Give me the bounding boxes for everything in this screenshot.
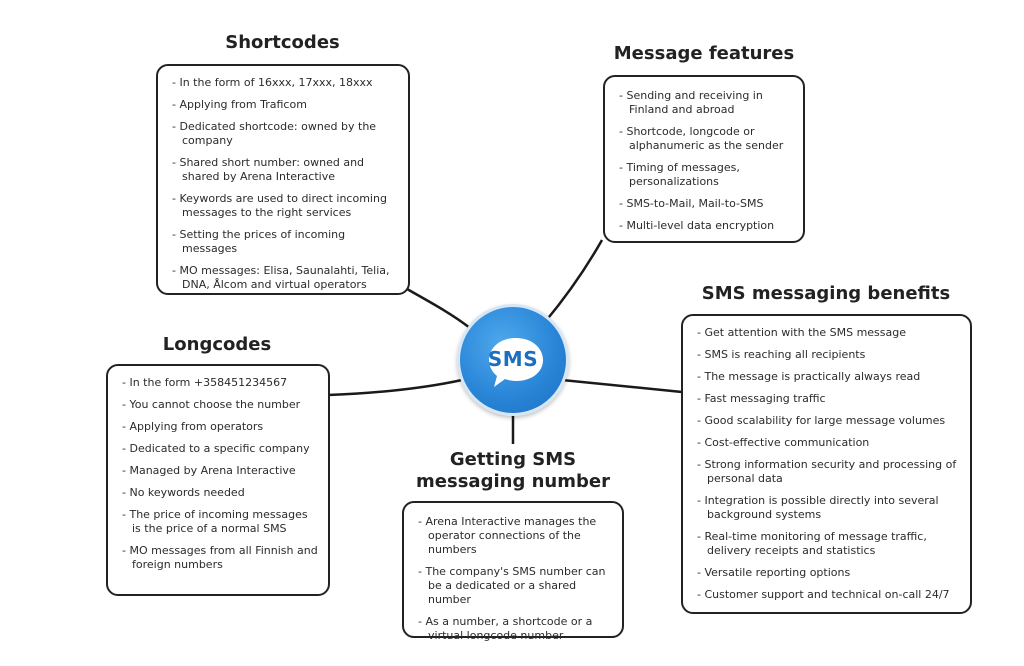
list-item: In the form of 16xxx, 17xxx, 18xxx [172, 76, 398, 90]
list-item: Applying from Traficom [172, 98, 398, 112]
list-item: Customer support and technical on-call 2… [697, 588, 960, 602]
list-item: Dedicated shortcode: owned by the compan… [172, 120, 398, 148]
list-item: Keywords are used to direct incoming mes… [172, 192, 398, 220]
list-item: Versatile reporting options [697, 566, 960, 580]
list-item: The price of incoming messages is the pr… [122, 508, 318, 536]
getting-number-title-line2: messaging number [416, 471, 610, 492]
list-item: MO messages: Elisa, Saunalahti, Telia, D… [172, 264, 398, 292]
list-item: Cost-effective communication [697, 436, 960, 450]
message-features-list: Sending and receiving in Finland and abr… [619, 89, 793, 233]
list-item: SMS-to-Mail, Mail-to-SMS [619, 197, 793, 211]
list-item: Shortcode, longcode or alphanumeric as t… [619, 125, 793, 153]
list-item: The company's SMS number can be a dedica… [418, 565, 612, 607]
longcodes-box: In the form +358451234567 You cannot cho… [106, 364, 330, 596]
benefits-box: Get attention with the SMS message SMS i… [681, 314, 972, 614]
list-item: Multi-level data encryption [619, 219, 793, 233]
benefits-title: SMS messaging benefits [701, 283, 951, 304]
list-item: You cannot choose the number [122, 398, 318, 412]
benefits-list: Get attention with the SMS message SMS i… [697, 326, 960, 602]
shortcodes-title: Shortcodes [225, 32, 340, 53]
list-item: Applying from operators [122, 420, 318, 434]
list-item: Shared short number: owned and shared by… [172, 156, 398, 184]
list-item: As a number, a shortcode or a virtual lo… [418, 615, 612, 643]
list-item: Managed by Arena Interactive [122, 464, 318, 478]
list-item: Real-time monitoring of message traffic,… [697, 530, 960, 558]
shortcodes-list: In the form of 16xxx, 17xxx, 18xxx Apply… [172, 76, 398, 292]
connector-shortcodes [406, 287, 471, 329]
longcodes-title: Longcodes [162, 334, 272, 355]
speech-bubble-icon [489, 338, 543, 387]
list-item: SMS is reaching all recipients [697, 348, 960, 362]
list-item: Setting the prices of incoming messages [172, 228, 398, 256]
getting-number-box: Arena Interactive manages the operator c… [402, 501, 624, 642]
connector-message-features [544, 239, 604, 323]
longcodes-list: In the form +358451234567 You cannot cho… [122, 376, 318, 572]
list-item: Dedicated to a specific company [122, 442, 318, 456]
list-item: MO messages from all Finnish and foreign… [122, 544, 318, 572]
list-item: The message is practically always read [697, 370, 960, 384]
list-item: In the form +358451234567 [122, 376, 318, 390]
message-features-title: Message features [613, 43, 795, 64]
sms-hub: SMS [457, 304, 569, 416]
list-item: Arena Interactive manages the operator c… [418, 515, 612, 557]
connector-longcodes [327, 378, 463, 397]
shortcodes-box: In the form of 16xxx, 17xxx, 18xxx Apply… [156, 64, 410, 295]
list-item: Sending and receiving in Finland and abr… [619, 89, 793, 117]
list-item: Timing of messages, personalizations [619, 161, 793, 189]
connector-benefits [561, 378, 683, 394]
list-item: Integration is possible directly into se… [697, 494, 960, 522]
list-item: No keywords needed [122, 486, 318, 500]
message-features-box: Sending and receiving in Finland and abr… [603, 75, 805, 243]
list-item: Fast messaging traffic [697, 392, 960, 406]
list-item: Good scalability for large message volum… [697, 414, 960, 428]
hub-label: SMS [487, 347, 539, 371]
list-item: Get attention with the SMS message [697, 326, 960, 340]
getting-number-list: Arena Interactive manages the operator c… [418, 515, 612, 643]
list-item: Strong information security and processi… [697, 458, 960, 486]
getting-number-title-line1: Getting SMS [449, 449, 577, 470]
